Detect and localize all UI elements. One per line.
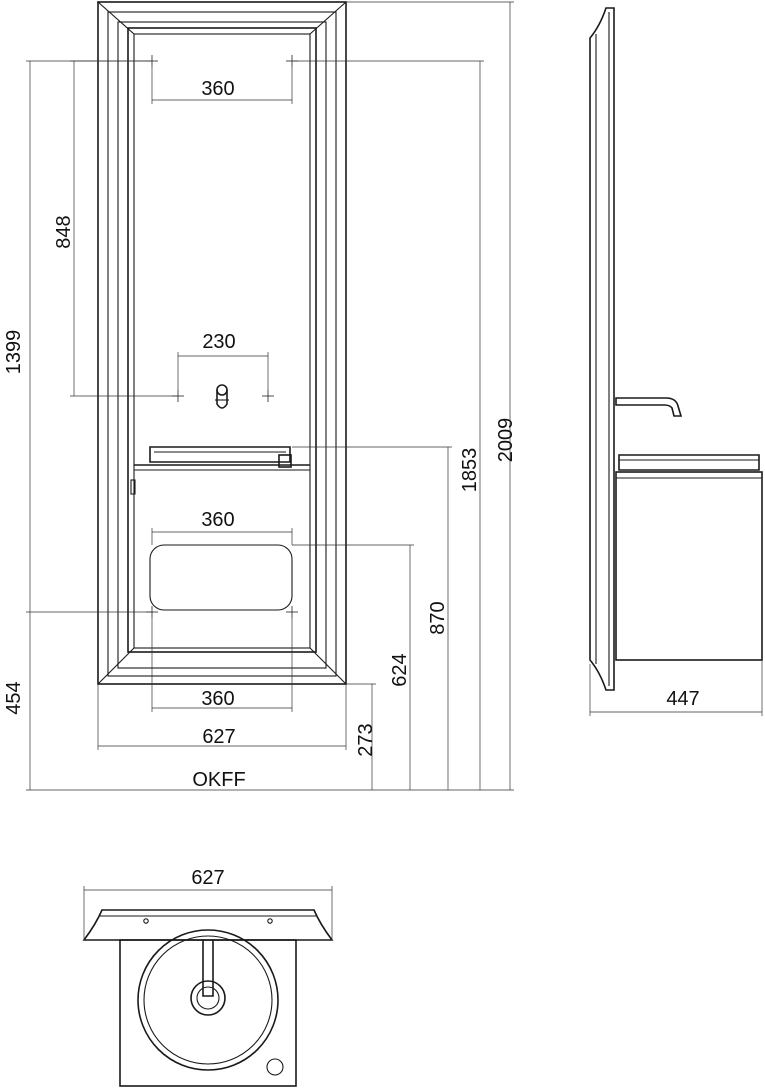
top-cabinet — [119, 939, 297, 1087]
dim-label-bottom-360: 360 — [201, 688, 234, 710]
front-basin — [149, 446, 291, 463]
side-dimension-lines — [589, 660, 763, 716]
top-screw-left — [143, 918, 149, 924]
bevel-bl — [97, 647, 135, 685]
top-view — [82, 909, 334, 1087]
front-view — [97, 1, 347, 685]
dim-label-624: 624 — [389, 653, 411, 686]
dim-label-top-627: 627 — [191, 867, 224, 889]
top-drain-inner — [196, 986, 220, 1010]
side-basin — [618, 454, 760, 471]
dim-label-2009: 2009 — [495, 418, 517, 463]
dim-label-mid-360: 360 — [201, 509, 234, 531]
dim-label-848: 848 — [53, 215, 75, 248]
side-view — [589, 7, 763, 691]
front-panel — [127, 27, 317, 653]
bevel-tl — [97, 1, 135, 35]
side-cabinet — [615, 471, 763, 661]
side-panel — [589, 7, 615, 691]
front-dimension-lines — [26, 1, 514, 791]
front-frame-inner — [117, 21, 327, 669]
dim-label-1853: 1853 — [459, 448, 481, 493]
top-dimension-lines — [83, 886, 333, 940]
front-frame-outer — [97, 1, 347, 685]
top-basin-inner — [143, 935, 273, 1065]
front-panel-inner — [133, 33, 311, 649]
floor-label: OKFF — [192, 769, 245, 791]
dim-label-230: 230 — [202, 331, 235, 353]
dim-label-870: 870 — [427, 601, 449, 634]
bevel-br — [309, 647, 347, 685]
top-drain-icon — [190, 980, 226, 1016]
side-spout-icon — [615, 397, 683, 417]
top-spout-icon — [202, 940, 214, 997]
dim-label-454: 454 — [3, 681, 25, 714]
dim-label-front-627: 627 — [202, 726, 235, 748]
dim-label-447: 447 — [666, 688, 699, 710]
top-knob-icon — [266, 1058, 284, 1076]
dim-label-top-360: 360 — [201, 78, 234, 100]
front-drain-knob — [278, 454, 292, 468]
top-basin-outer — [137, 929, 279, 1071]
front-spout-icon — [215, 384, 229, 409]
dim-label-273: 273 — [355, 723, 377, 756]
front-recess — [149, 544, 293, 611]
dim-label-1399: 1399 — [3, 330, 25, 375]
bevel-tr — [309, 1, 347, 35]
top-screw-right — [267, 918, 273, 924]
front-hinge — [130, 479, 136, 495]
front-frame-middle — [107, 11, 337, 677]
